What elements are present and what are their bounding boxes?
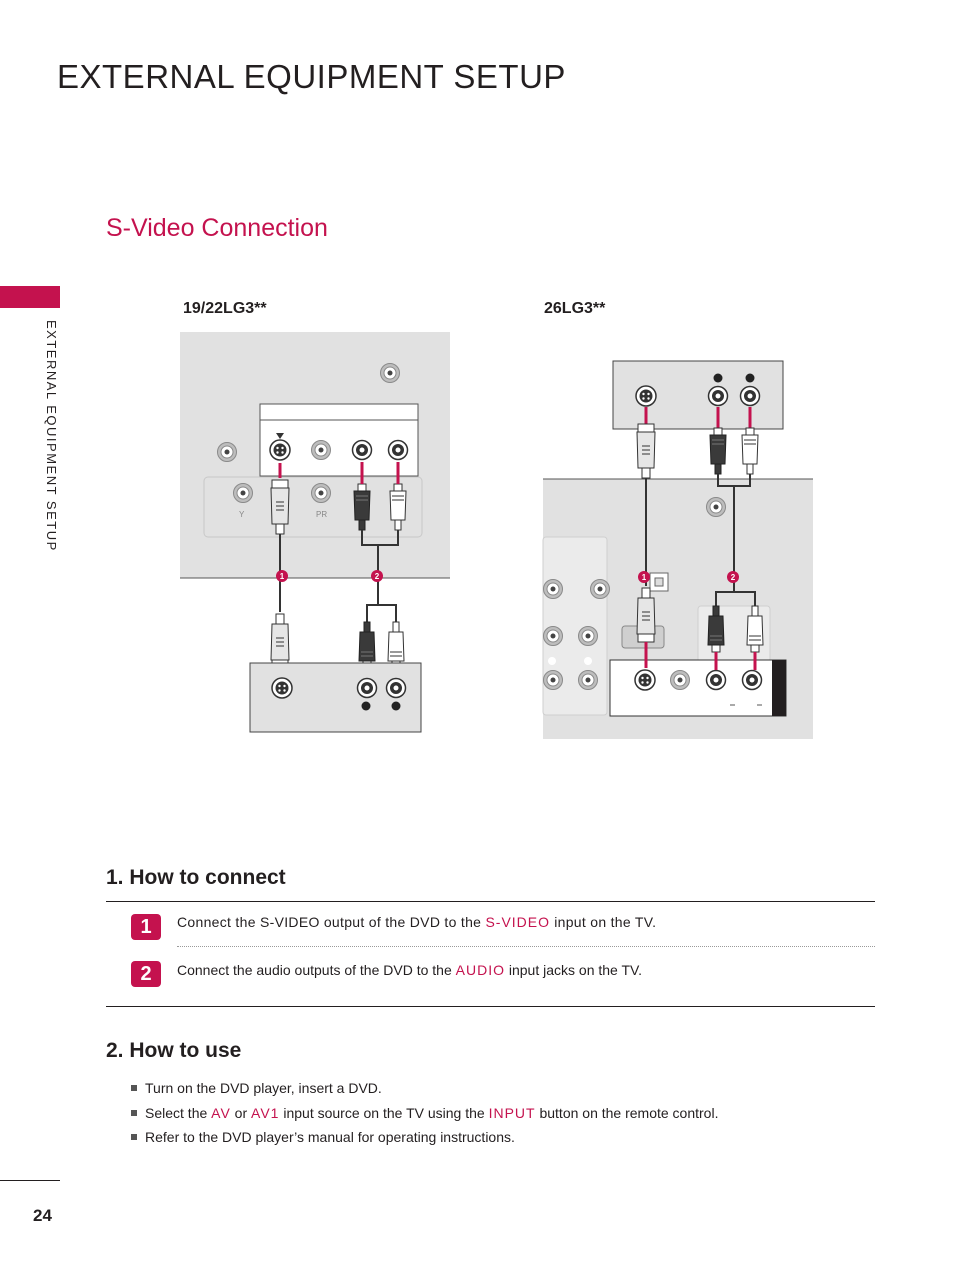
list-item: Refer to the DVD player’s manual for ope… — [131, 1125, 718, 1150]
side-tab-marker — [0, 286, 60, 308]
list-item: Turn on the DVD player, insert a DVD. — [131, 1076, 718, 1101]
step-1-text: Connect the S-VIDEO output of the DVD to… — [177, 914, 657, 930]
divider-bottom — [106, 1006, 875, 1007]
how-to-use-heading: 2. How to use — [106, 1039, 242, 1062]
tv-input-box-left — [259, 403, 419, 477]
divider-dotted — [177, 946, 875, 947]
how-to-use-list: Turn on the DVD player, insert a DVD. Se… — [131, 1076, 718, 1150]
audio-highlight: AUDIO — [455, 962, 505, 978]
step-1-badge: 1 — [131, 914, 161, 940]
step-marker-2-right: 2 — [731, 573, 736, 582]
section-title: S-Video Connection — [106, 214, 328, 242]
step-2-badge: 2 — [131, 961, 161, 987]
port-label-y: Y — [239, 510, 245, 519]
bullet-square-icon — [131, 1109, 137, 1116]
divider-top — [106, 901, 875, 902]
s-video-highlight: S-VIDEO — [485, 914, 551, 930]
step-2-text: Connect the audio outputs of the DVD to … — [177, 962, 642, 978]
page-number: 24 — [33, 1206, 52, 1225]
bullet-square-icon — [131, 1134, 137, 1140]
right-model-label: 26LG3** — [544, 300, 606, 317]
step-marker-1-left: 1 — [280, 572, 285, 581]
port-label-pr: PR — [316, 510, 327, 519]
footer-rule — [0, 1180, 60, 1181]
step-marker-1-right: 1 — [642, 573, 647, 582]
list-item: Select the AV or AV1 input source on the… — [131, 1101, 718, 1126]
step-marker-2-left: 2 — [375, 572, 380, 581]
left-model-label: 19/22LG3** — [183, 300, 267, 317]
how-to-connect-heading: 1. How to connect — [106, 866, 286, 889]
tv-input-box-right — [609, 659, 787, 717]
side-tab-label: EXTERNAL EQUIPMENT SETUP — [44, 320, 59, 552]
page-title: EXTERNAL EQUIPMENT SETUP — [57, 58, 566, 95]
bullet-square-icon — [131, 1085, 137, 1091]
